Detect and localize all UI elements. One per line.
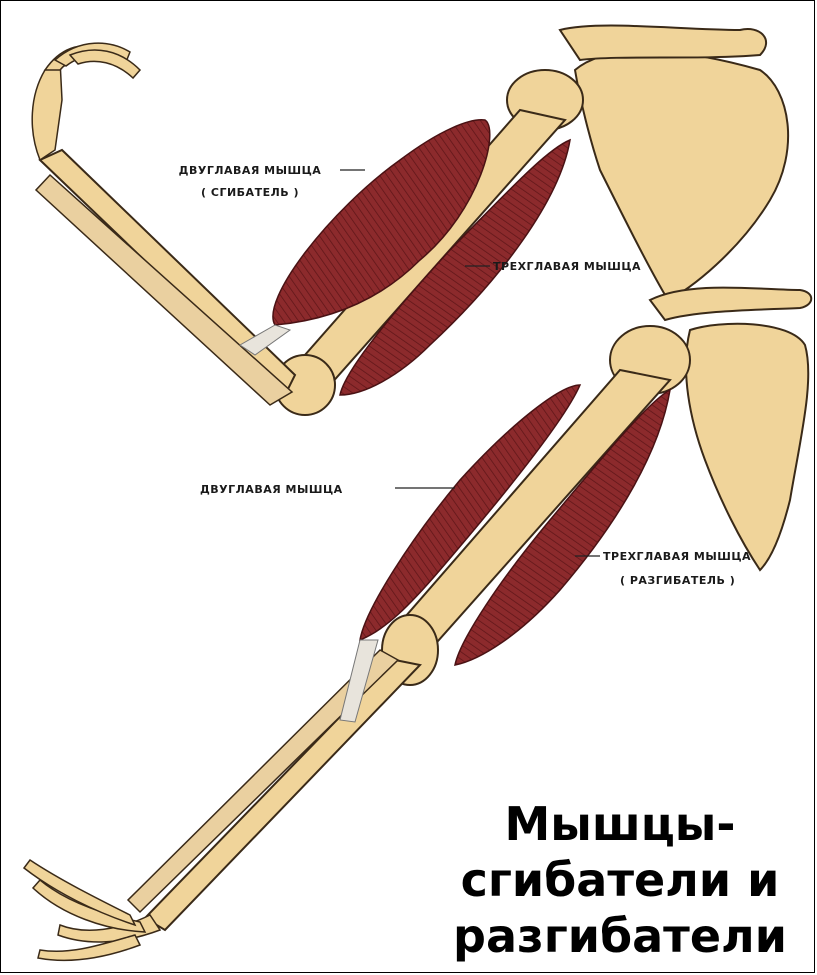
caption-line1: Мышцы- [430,796,810,852]
label-flexed-biceps: ДВУГЛАВАЯ МЫШЦА ( СГИБАТЕЛЬ ) [179,164,365,199]
label-flexed-biceps-line1: ДВУГЛАВАЯ МЫШЦА [179,164,322,177]
caption-line3: разгибатели [430,908,810,964]
extended-clavicle [650,288,811,321]
label-extended-triceps-line1: ТРЕХГЛАВАЯ МЫШЦА [603,550,751,563]
extended-scapula [686,324,808,570]
extended-radius [145,660,420,930]
label-extended-biceps: ДВУГЛАВАЯ МЫШЦА [200,483,455,496]
label-extended-biceps-text: ДВУГЛАВАЯ МЫШЦА [200,483,343,496]
label-extended-triceps-line2: ( РАЗГИБАТЕЛЬ ) [620,574,735,587]
flexed-hand [32,43,140,160]
flexed-clavicle [560,26,766,60]
caption: Мышцы- сгибатели и разгибатели [430,796,810,964]
label-extended-triceps: ТРЕХГЛАВАЯ МЫШЦА ( РАЗГИБАТЕЛЬ ) [575,550,751,587]
label-flexed-biceps-line2: ( СГИБАТЕЛЬ ) [201,186,299,199]
caption-line2: сгибатели и [430,852,810,908]
label-flexed-triceps-text: ТРЕХГЛАВАЯ МЫШЦА [493,260,641,273]
flexed-ulna [36,175,292,405]
